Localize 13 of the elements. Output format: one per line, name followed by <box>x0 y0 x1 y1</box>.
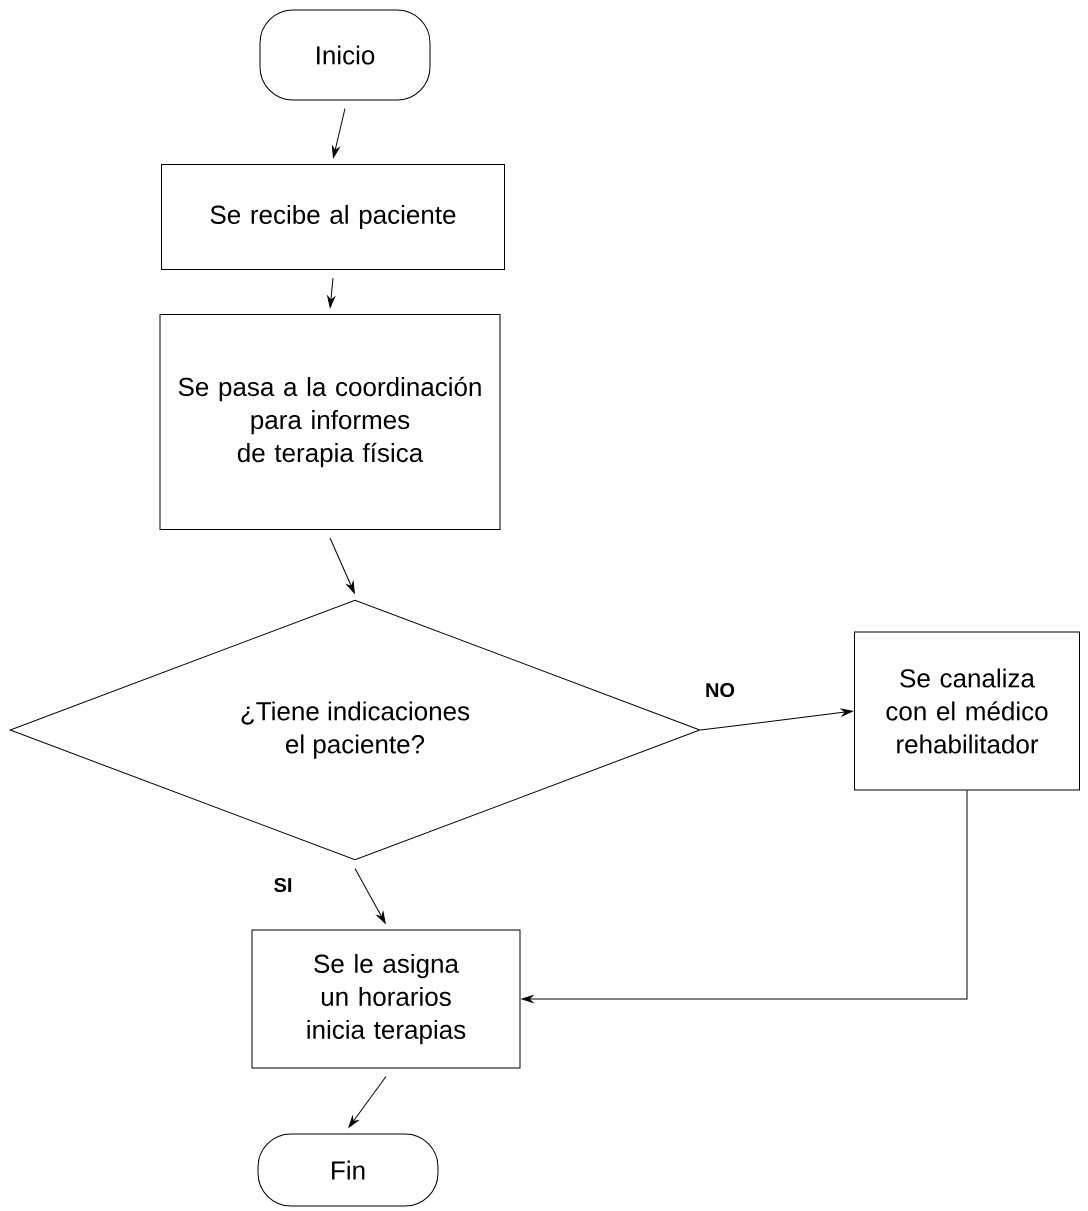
process-box: Se le asigna un horarios inicia terapias <box>251 929 521 1069</box>
edge-label: SI <box>274 877 292 893</box>
process-box: Se pasa a la coordinación para informes de terapia física <box>159 314 501 530</box>
arrow <box>700 708 853 731</box>
arrow <box>348 1076 387 1128</box>
process-box: Se canaliza con el médico rehabilitador <box>854 631 1080 791</box>
arrow <box>329 537 355 594</box>
arrow <box>354 868 386 924</box>
arrow <box>327 277 336 308</box>
arrow <box>521 790 968 1003</box>
process-box: Se recibe al paciente <box>161 164 505 270</box>
arrow <box>332 108 346 158</box>
edge-label: NO <box>706 682 735 698</box>
